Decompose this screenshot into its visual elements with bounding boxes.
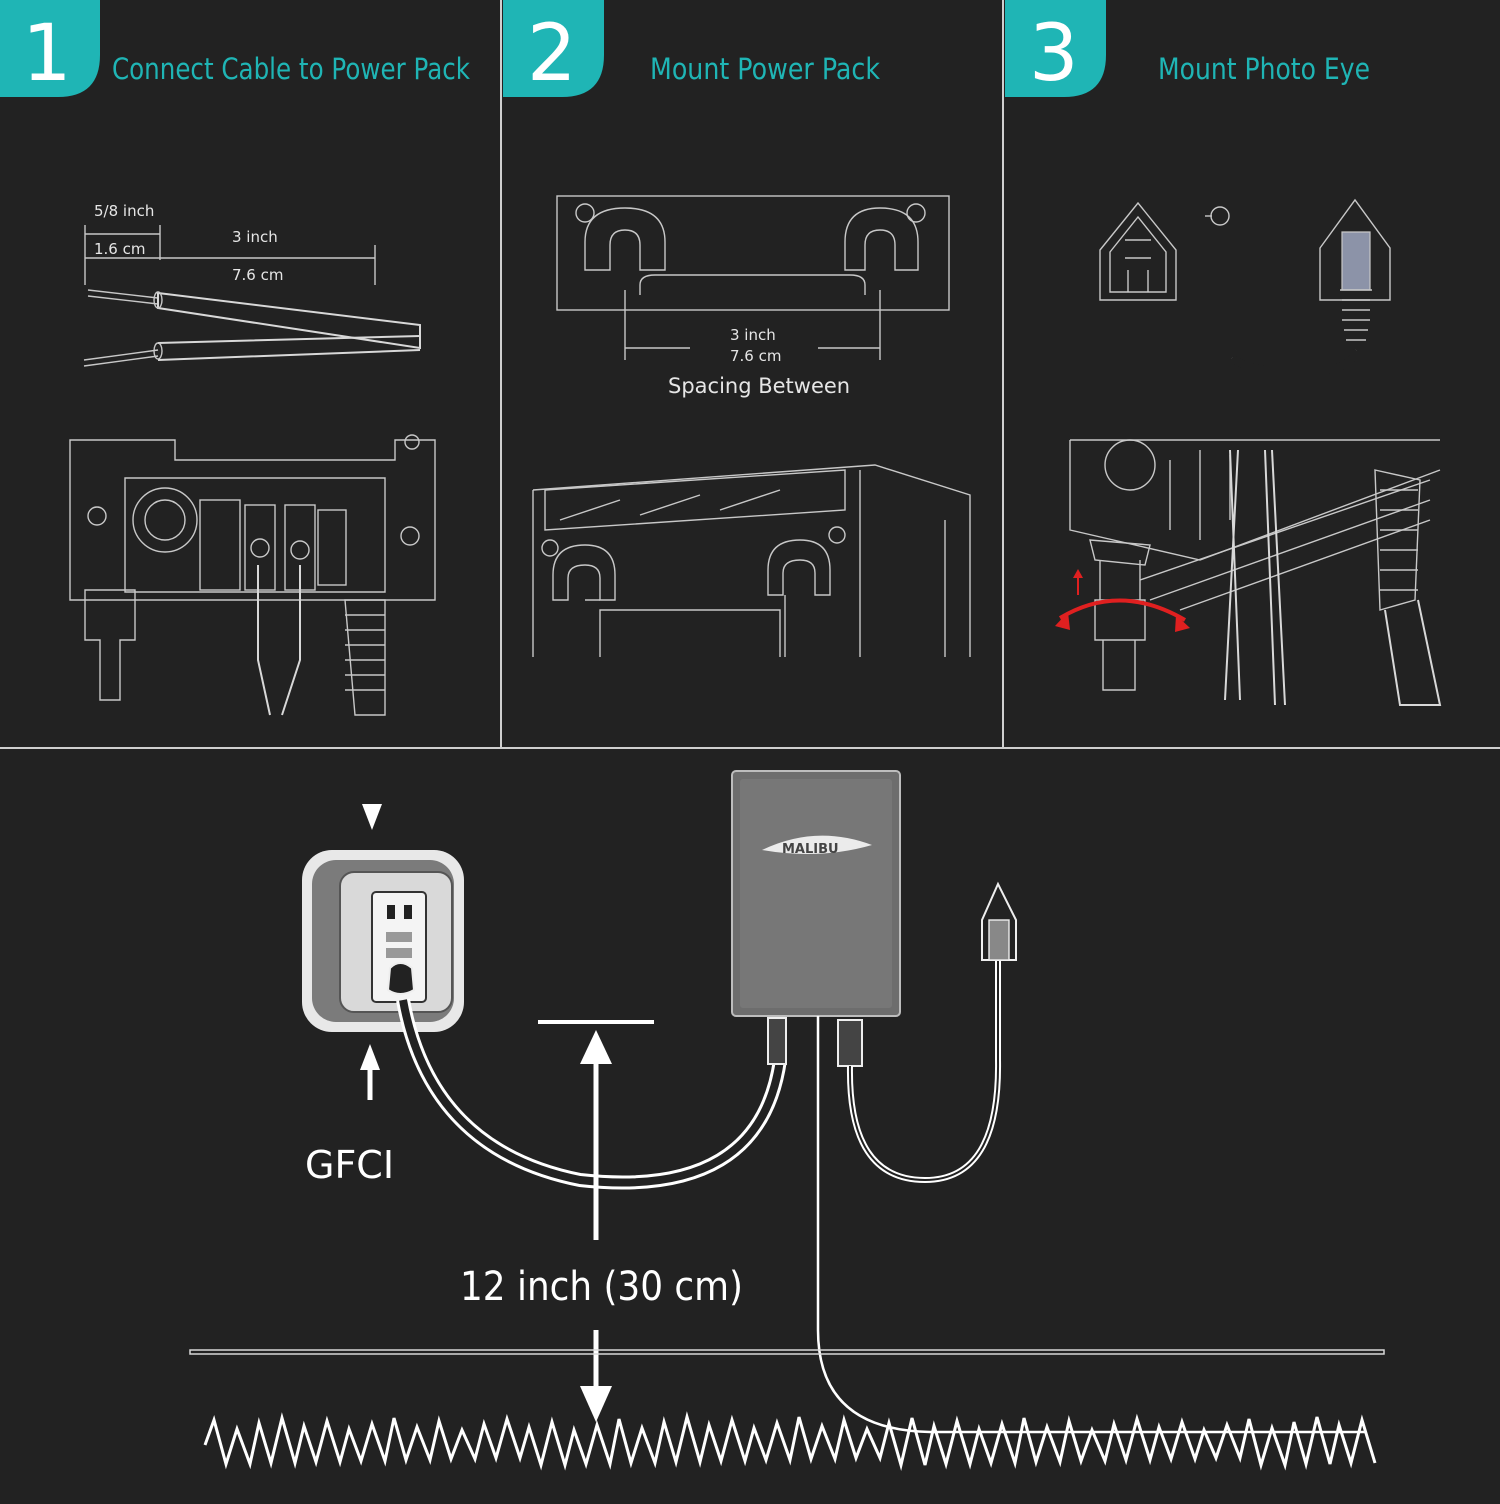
step-1-badge [0,0,100,97]
step-3-badge [1005,0,1106,97]
photo-eye-mounted-drawing [1055,439,1442,706]
step-2-header: 2 Mount Power Pack [503,0,880,99]
photo-eye-cable [837,881,1017,1184]
down-arrow-icon [362,804,382,830]
length-cm-label: 7.6 cm [232,266,283,284]
height-dimension: 12 inch (30 cm) [460,1020,743,1422]
strip-inch-label: 5/8 inch [94,202,154,220]
strip-cm-label: 1.6 cm [94,240,145,258]
length-inch-label: 3 inch [232,228,278,246]
power-pack-terminals-drawing [69,434,436,716]
spacing-cm-label: 7.6 cm [730,347,781,365]
ground-line [189,1349,1385,1471]
up-arrow-icon [360,1044,380,1070]
step-2-badge [503,0,604,97]
step-1-number: 1 [22,9,72,99]
step-3-title: Mount Photo Eye [1158,52,1370,86]
spacing-inch-label: 3 inch [730,326,776,344]
step-2-number: 2 [527,9,577,99]
mounting-template-drawing: 3 inch 7.6 cm Spacing Between [556,195,950,398]
malibu-logo: MALIBU [782,842,839,857]
power-cord [396,998,787,1190]
step-1-header: 1 Connect Cable to Power Pack [0,0,470,99]
step-3-number: 3 [1029,9,1079,99]
height-label: 12 inch (30 cm) [460,1264,743,1310]
photo-eye-parts-drawing [1099,198,1391,377]
grass-line [203,1411,1377,1471]
cable-strip-dimensions: 5/8 inch 1.6 cm 3 inch 7.6 cm [84,202,376,285]
malibu-power-pack: MALIBU [731,770,901,1017]
stripped-cable [83,289,421,367]
power-pack-mounted-drawing [532,464,971,657]
gfci-label: GFCI [305,1143,394,1187]
gfci-outlet: GFCI [302,804,464,1187]
low-voltage-cable [816,1016,1365,1434]
spacing-between-label: Spacing Between [668,374,850,398]
step-1-title: Connect Cable to Power Pack [112,52,470,86]
step-2-title: Mount Power Pack [650,52,880,86]
panel-dividers [0,0,1500,749]
step-3-header: 3 Mount Photo Eye [1005,0,1370,99]
